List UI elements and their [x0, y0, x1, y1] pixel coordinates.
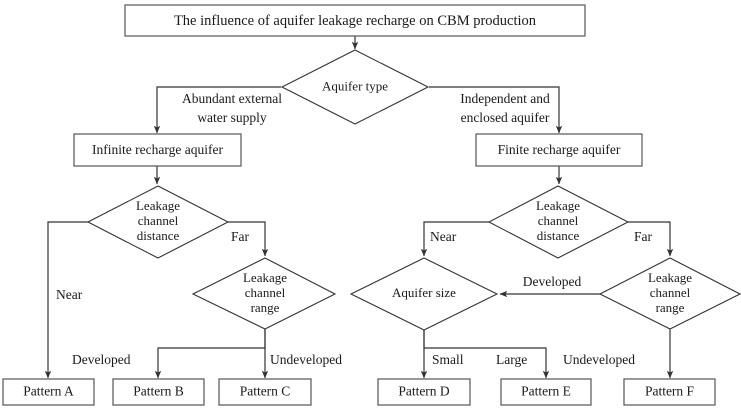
- node-pattern-c: Pattern C: [218, 378, 312, 406]
- node-pattern-a-label: Pattern A: [23, 384, 74, 399]
- edge-label-independent-line1: Independent and: [460, 91, 550, 106]
- node-right-leakage-channel-distance: Leakage channel distance: [487, 185, 630, 259]
- node-left-leakage-channel-distance: Leakage channel distance: [86, 185, 230, 259]
- node-right-distance-line2: channel: [538, 213, 579, 228]
- edge-label-independent-line2: enclosed aquifer: [461, 110, 550, 125]
- edge-left-developed-to-pattern-b: [154, 329, 266, 379]
- node-left-distance-line1: Leakage: [136, 198, 180, 213]
- edge-label-left-far: Far: [231, 229, 250, 244]
- node-left-distance-line3: distance: [137, 228, 180, 243]
- node-title: The influence of aquifer leakage recharg…: [124, 4, 586, 37]
- node-pattern-b-label: Pattern B: [133, 384, 184, 399]
- edge-left-near-to-pattern-a: [44, 221, 88, 379]
- node-finite-recharge-label: Finite recharge aquifer: [498, 142, 621, 157]
- edge-label-abundant-line1: Abundant external: [182, 91, 282, 106]
- node-pattern-e: Pattern E: [500, 378, 592, 406]
- edge-label-right-undeveloped: Undeveloped: [563, 352, 635, 367]
- node-right-distance-line1: Leakage: [536, 198, 580, 213]
- edge-label-small: Small: [432, 352, 464, 367]
- edge-label-left-developed: Developed: [72, 352, 131, 367]
- edge-label-right-developed: Developed: [523, 274, 582, 289]
- node-left-distance-line2: channel: [138, 213, 179, 228]
- node-right-distance-line3: distance: [537, 228, 580, 243]
- node-pattern-e-label: Pattern E: [521, 384, 571, 399]
- edge-left-far-to-range: [228, 221, 269, 257]
- node-pattern-f-label: Pattern F: [645, 384, 695, 399]
- node-infinite-recharge-aquifer: Infinite recharge aquifer: [73, 133, 242, 167]
- node-finite-recharge-aquifer: Finite recharge aquifer: [475, 133, 643, 167]
- node-aquifer-size-label: Aquifer size: [392, 285, 456, 300]
- node-left-range-line3: range: [251, 300, 280, 315]
- edge-label-abundant-line2: water supply: [197, 110, 267, 125]
- node-aquifer-type-label: Aquifer type: [322, 78, 388, 93]
- edge-label-large: Large: [496, 352, 527, 367]
- node-right-range-line3: range: [656, 300, 685, 315]
- edge-label-right-far: Far: [634, 229, 653, 244]
- node-left-leakage-channel-range: Leakage channel range: [191, 257, 337, 330]
- node-title-label: The influence of aquifer leakage recharg…: [174, 13, 537, 29]
- node-aquifer-size: Aquifer size: [349, 257, 499, 331]
- node-right-range-line1: Leakage: [648, 270, 692, 285]
- node-right-range-line2: channel: [650, 285, 691, 300]
- node-left-range-line2: channel: [245, 285, 286, 300]
- node-pattern-f: Pattern F: [623, 378, 716, 406]
- edge-large-to-pattern-e: [423, 330, 550, 379]
- edge-label-left-near: Near: [56, 287, 83, 302]
- edge-label-left-undeveloped: Undeveloped: [270, 352, 342, 367]
- edge-aquifer-type-right: [429, 86, 563, 134]
- node-pattern-b: Pattern B: [112, 378, 205, 406]
- node-pattern-d-label: Pattern D: [398, 384, 450, 399]
- edge-aquifer-type-left: [153, 86, 281, 134]
- node-infinite-recharge-label: Infinite recharge aquifer: [92, 142, 223, 157]
- edge-right-far-to-range: [628, 221, 674, 257]
- edge-right-near-to-aquifer-size: [420, 221, 489, 257]
- node-right-leakage-channel-range: Leakage channel range: [598, 257, 741, 330]
- node-pattern-d: Pattern D: [377, 378, 471, 406]
- node-aquifer-type: Aquifer type: [280, 49, 430, 125]
- node-left-range-line1: Leakage: [243, 270, 287, 285]
- node-pattern-a: Pattern A: [2, 378, 95, 406]
- node-pattern-c-label: Pattern C: [240, 384, 291, 399]
- edge-label-right-near: Near: [430, 229, 457, 244]
